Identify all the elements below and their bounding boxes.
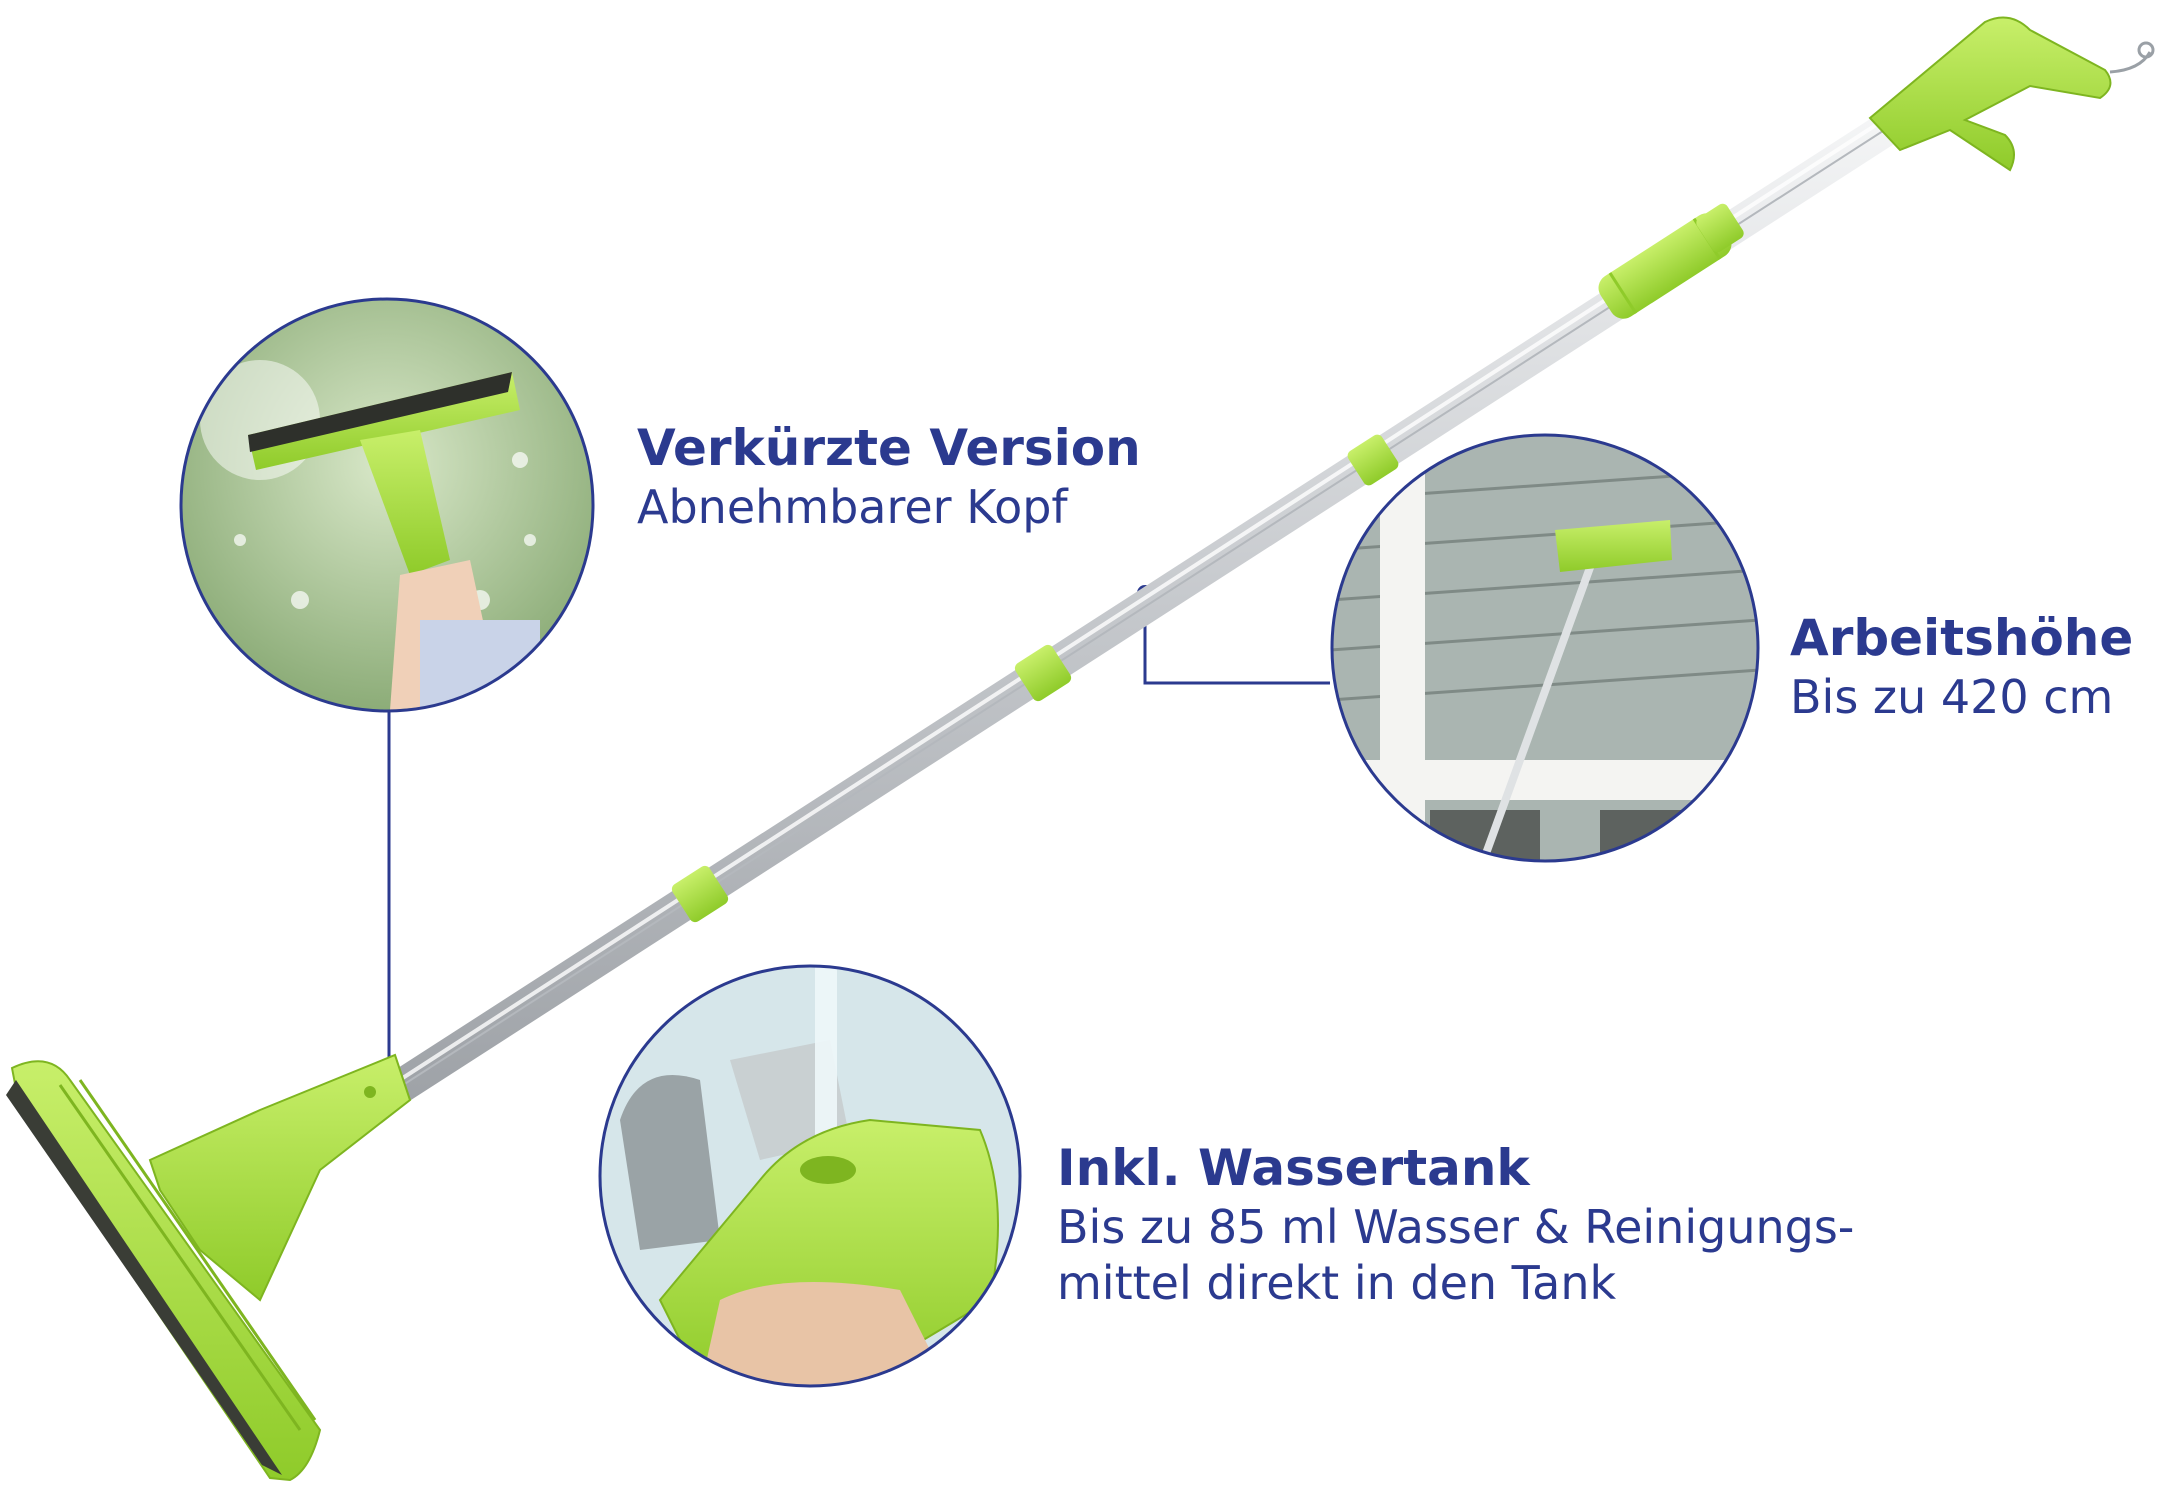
callout-tank-line-1: Bis zu 85 ml Wasser & Reinigungs- — [1057, 1200, 1855, 1254]
callout-detachable-head: Verkürzte Version Abnehmbarer Kopf — [637, 418, 1141, 535]
spray-handle — [1868, 16, 2155, 172]
pole-collar-1 — [671, 865, 729, 923]
callout-head-line-1: Abnehmbarer Kopf — [637, 480, 1068, 534]
callout-tank-title: Inkl. Wassertank — [1057, 1139, 1530, 1197]
callout-height-title: Arbeitshöhe — [1790, 609, 2134, 667]
callout-head-title: Verkürzte Version — [637, 419, 1141, 477]
leader-line-head — [381, 712, 397, 1090]
photo-working-height — [1330, 433, 1760, 863]
callout-water-tank: Inkl. Wassertank Bis zu 85 ml Wasser & R… — [1057, 1138, 1854, 1311]
callout-tank-line-2: mittel direkt in den Tank — [1057, 1256, 1617, 1311]
photo-detachable-head — [179, 297, 595, 713]
callout-height-line-1: Bis zu 420 cm — [1790, 670, 2114, 724]
squeegee-head — [6, 1053, 412, 1482]
pole-collar-3 — [1347, 434, 1399, 486]
callout-working-height: Arbeitshöhe Bis zu 420 cm — [1790, 608, 2133, 725]
pole-collar-2 — [1014, 644, 1072, 702]
pole-collar-4 — [1696, 203, 1744, 253]
photo-water-tank — [598, 964, 1022, 1388]
